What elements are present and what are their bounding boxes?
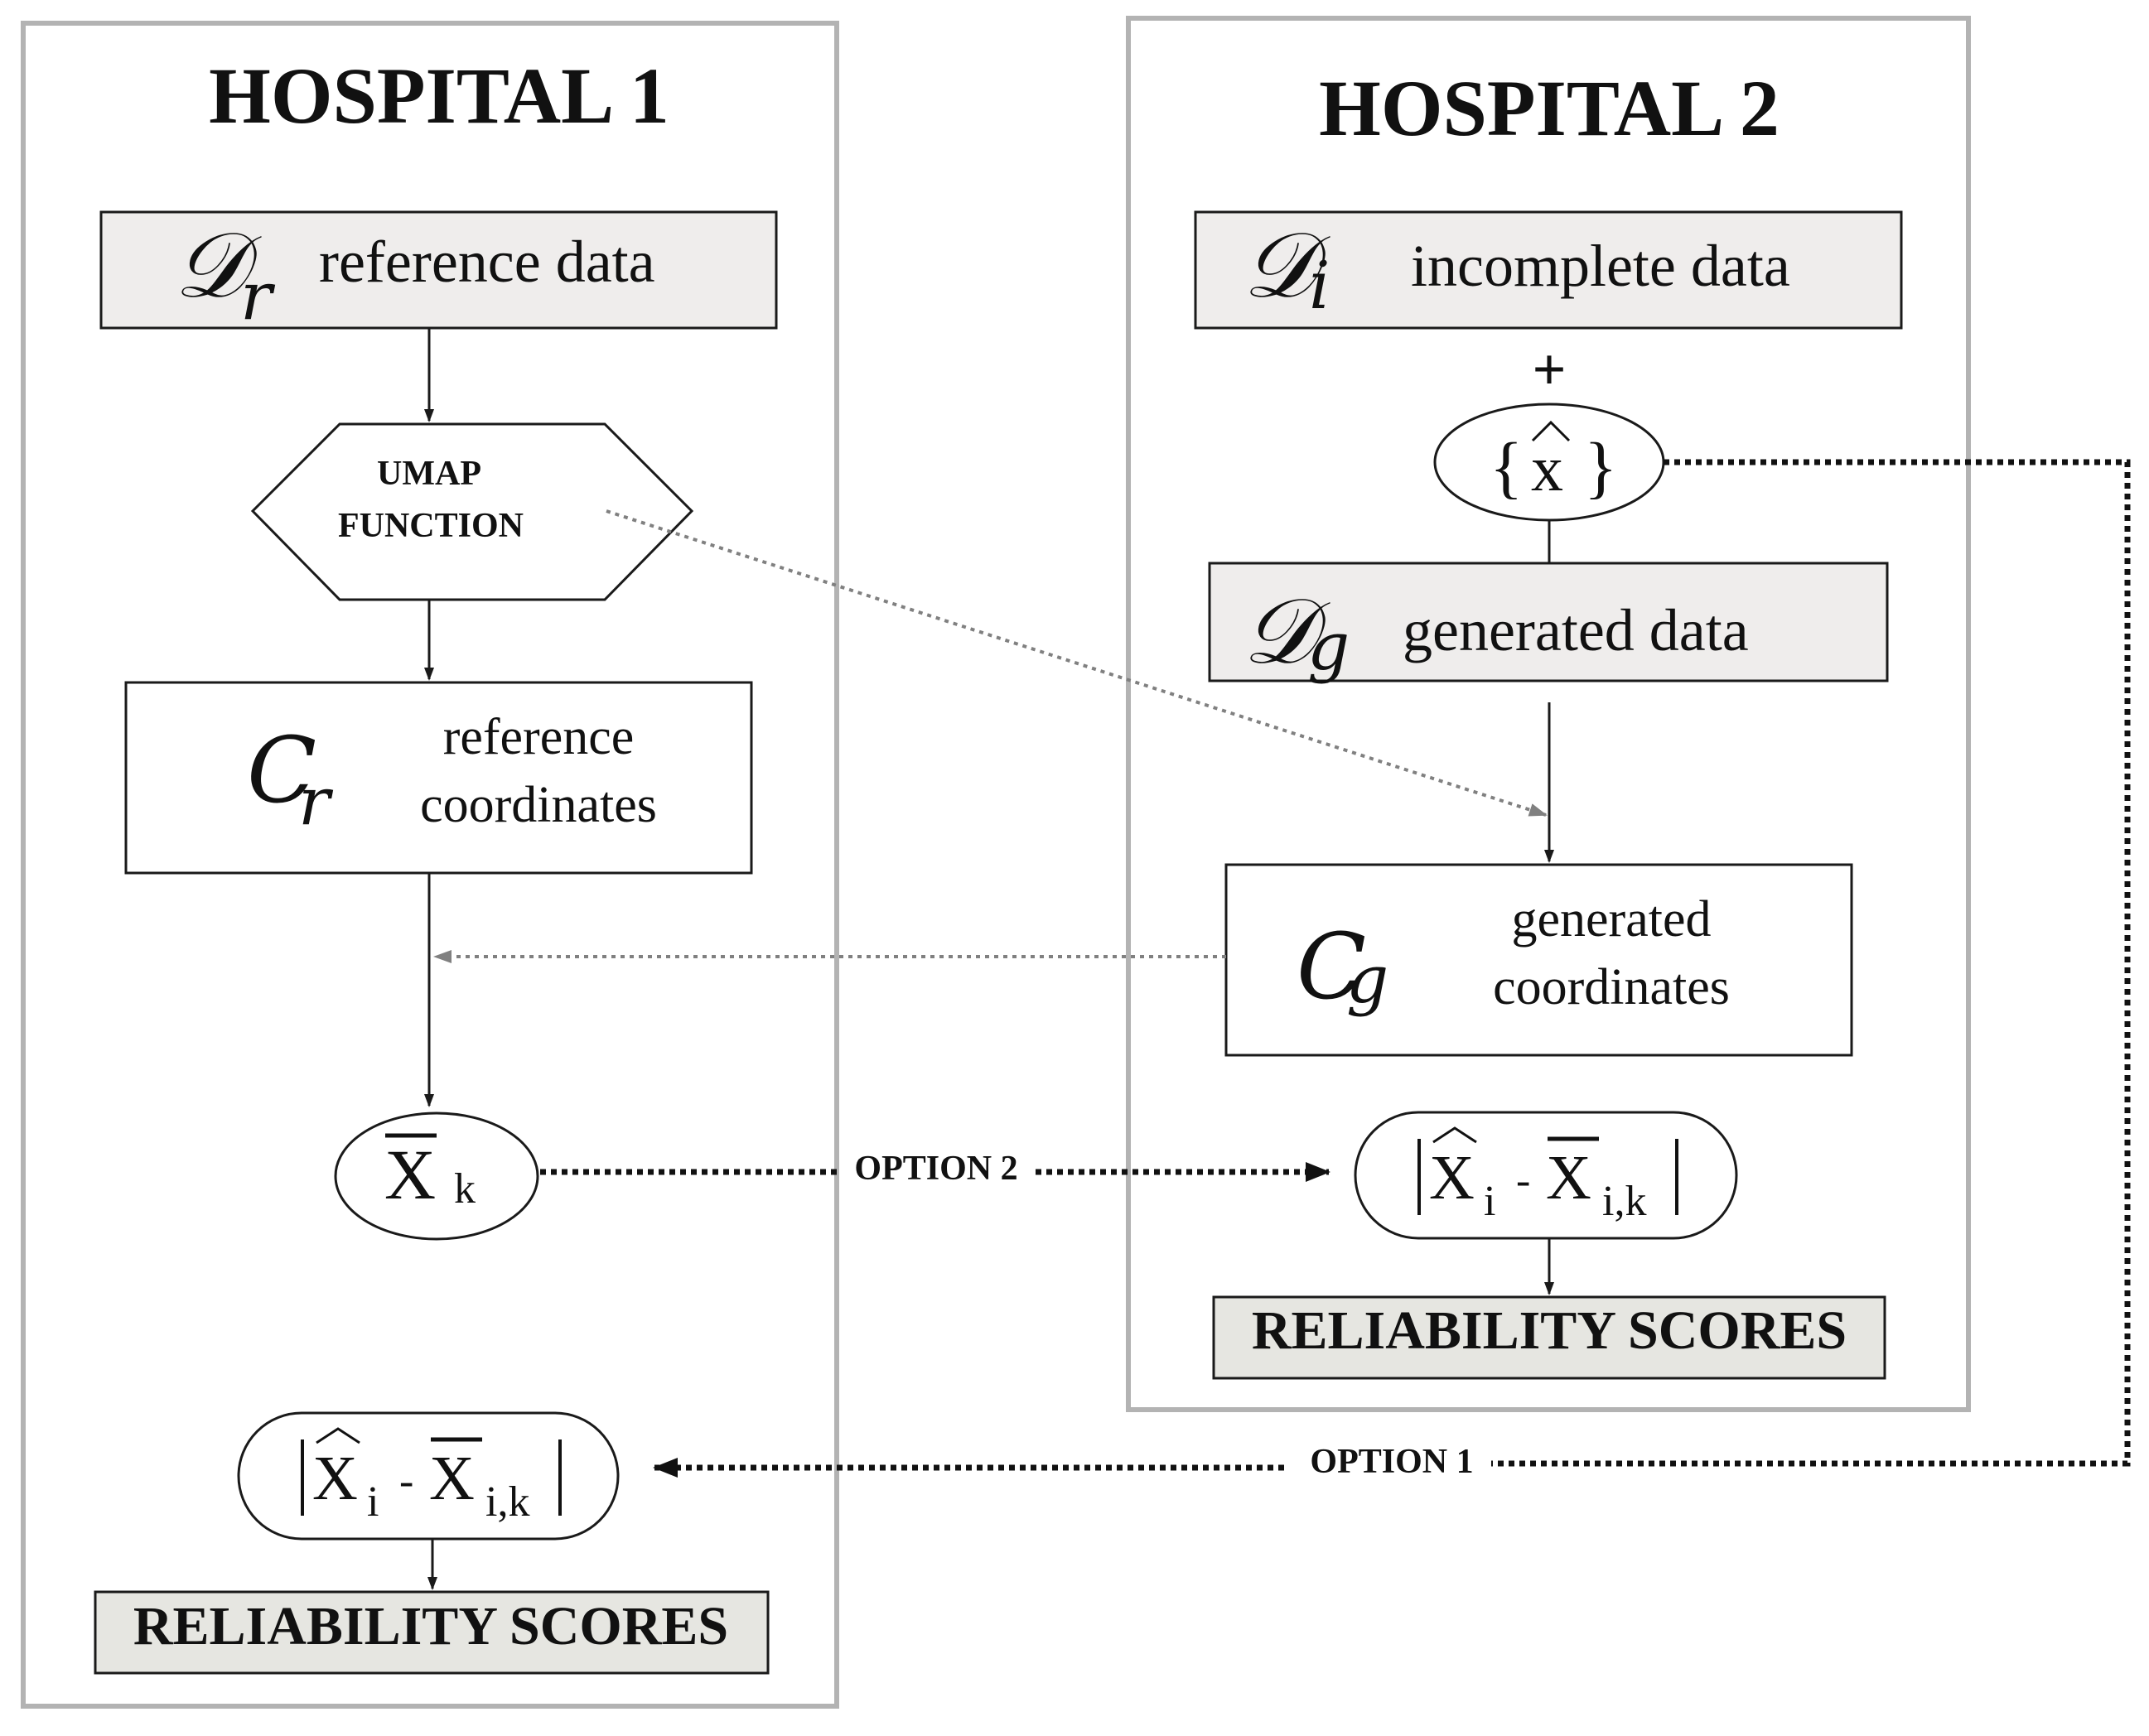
reference-data-subscript: r: [240, 258, 276, 335]
generated-coords-line-1: generated: [1512, 891, 1712, 948]
reference-coordinates-box: C r reference coordinates: [124, 681, 753, 875]
h2-xhat: X: [1429, 1143, 1475, 1213]
xhat-x: x: [1531, 432, 1563, 504]
xbar-k-node: X k: [334, 1112, 539, 1241]
option-1-line-a: [1491, 459, 2131, 1467]
generated-coords-symbol: C: [1297, 914, 1366, 1020]
incomplete-data-subscript: i: [1309, 247, 1330, 324]
generated-coords-subscript: g: [1346, 941, 1388, 1018]
reference-coords-line-2: coordinates: [420, 777, 657, 833]
abs-difference-node-hospital-1: X i - X i,k: [237, 1411, 620, 1541]
umap-line-2: FUNCTION: [338, 507, 524, 545]
reliability-scores-hospital-2: RELIABILITY SCORES: [1212, 1295, 1886, 1380]
incomplete-data-box: 𝒟 i incomplete data: [1194, 210, 1903, 330]
hospital-2-title: HOSPITAL 2: [1319, 64, 1780, 152]
reference-data-label: reference data: [319, 229, 655, 295]
h2-scores-label: RELIABILITY SCORES: [1252, 1300, 1847, 1361]
xbar-k-sub: k: [454, 1165, 476, 1213]
h1-xbar: X: [429, 1444, 475, 1513]
generated-coords-line-2: coordinates: [1493, 959, 1730, 1015]
incomplete-data-label: incomplete data: [1411, 233, 1790, 299]
reference-data-box: 𝒟 r reference data: [99, 210, 778, 335]
hospital-2-frame: [1126, 16, 1971, 1412]
reference-coords-line-1: reference: [443, 709, 635, 765]
h1-xhat: X: [312, 1444, 358, 1513]
hospital-1-panel: HOSPITAL 1 𝒟 r reference data UMAP FUNCT…: [21, 21, 839, 1709]
generated-data-label: generated data: [1403, 597, 1749, 663]
xhat-set-node: { x }: [1433, 403, 1665, 522]
h1-xhat-sub: i: [367, 1478, 379, 1526]
h2-xhat-sub: i: [1484, 1178, 1495, 1225]
umap-line-1: UMAP: [377, 455, 481, 493]
hospital-1-title: HOSPITAL 1: [209, 51, 669, 140]
hospital-2-panel: HOSPITAL 2 𝒟 i incomplete data + { x } 𝒟…: [1126, 16, 1971, 1412]
abs-difference-node-hospital-2: X i - X i,k: [1354, 1111, 1738, 1240]
option-1-label: OPTION 1: [1310, 1443, 1473, 1481]
umap-to-generated-coords-arrow: [606, 509, 1548, 817]
reference-coords-symbol: C: [247, 717, 316, 823]
generated-data-subscript: g: [1307, 608, 1350, 685]
option-2-label: OPTION 2: [854, 1150, 1017, 1188]
xhat-close-brace: }: [1584, 429, 1617, 506]
h2-minus: -: [1516, 1157, 1530, 1204]
xhat-open-brace: {: [1490, 429, 1523, 506]
umap-function-hexagon: UMAP FUNCTION: [250, 422, 694, 601]
reliability-scores-hospital-1: RELIABILITY SCORES: [94, 1590, 770, 1675]
xbar-k-main: X: [384, 1135, 436, 1214]
generated-coordinates-box: C g generated coordinates: [1224, 863, 1853, 1057]
h2-xbar: X: [1546, 1143, 1591, 1213]
reference-coords-subscript: r: [298, 763, 334, 840]
h2-xbar-sub: i,k: [1602, 1178, 1646, 1225]
h1-minus: -: [399, 1458, 413, 1505]
generated-data-box: 𝒟 g generated data: [1208, 562, 1889, 685]
h1-scores-label: RELIABILITY SCORES: [133, 1596, 728, 1656]
h1-xbar-sub: i,k: [485, 1478, 529, 1526]
plus-sign: +: [1532, 336, 1566, 403]
hospital-1-frame: [21, 21, 839, 1709]
